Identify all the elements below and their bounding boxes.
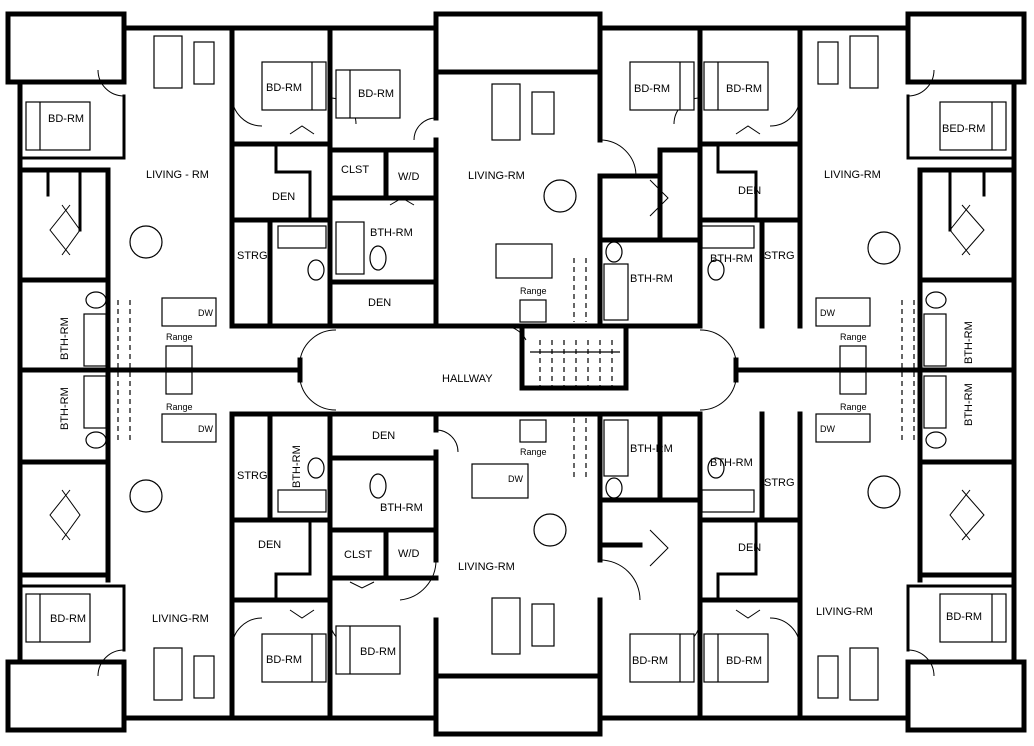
label-clst: CLST	[341, 164, 369, 176]
label-bd-rm: BD-RM	[360, 646, 396, 658]
label-bth-rm: BTH-RM	[963, 321, 975, 364]
label-bth-rm: BTH-RM	[370, 227, 413, 239]
label-bth-rm: BTH-RM	[380, 502, 423, 514]
doors	[49, 69, 985, 677]
label-bth-rm: BTH-RM	[630, 443, 673, 455]
label-bd-rm: BD-RM	[50, 613, 86, 625]
dining-tables	[129, 179, 901, 547]
room-labels: BD-RM BD-RM BD-RM BD-RM BD-RM BED-RM BD-…	[48, 82, 985, 667]
label-bth-rm: BTH-RM	[710, 253, 753, 265]
label-dw: DW	[508, 474, 523, 484]
label-den: DEN	[738, 185, 761, 197]
label-bd-rm: BD-RM	[726, 83, 762, 95]
label-dw: DW	[820, 424, 835, 434]
label-bd-rm: BD-RM	[266, 82, 302, 94]
label-bed-rm: BED-RM	[942, 123, 985, 135]
label-range: Range	[166, 402, 193, 412]
label-range: Range	[840, 402, 867, 412]
label-bd-rm: BD-RM	[726, 655, 762, 667]
label-range: Range	[520, 286, 547, 296]
label-bth-rm: BTH-RM	[630, 273, 673, 285]
label-den: DEN	[738, 542, 761, 554]
label-bd-rm: BD-RM	[634, 83, 670, 95]
label-living-rm: LIVING-RM	[458, 561, 515, 573]
label-living-rm: LIVING-RM	[816, 606, 873, 618]
beds	[25, 61, 1007, 683]
label-wd: W/D	[398, 548, 419, 560]
label-bd-rm: BD-RM	[946, 611, 982, 623]
label-wd: W/D	[398, 171, 419, 183]
label-bd-rm: BD-RM	[632, 655, 668, 667]
label-den: DEN	[372, 430, 395, 442]
label-bd-rm: BD-RM	[48, 113, 84, 125]
label-bth-rm: BTH-RM	[963, 383, 975, 426]
label-range: Range	[840, 332, 867, 342]
label-bth-rm: BTH-RM	[59, 387, 71, 430]
interior-walls	[17, 25, 1017, 721]
label-living-rm: LIVING-RM	[152, 613, 209, 625]
label-living-rm: LIVING-RM	[824, 169, 881, 181]
label-strg: STRG	[237, 470, 268, 482]
label-clst: CLST	[344, 549, 372, 561]
kitchens	[117, 243, 915, 499]
label-strg: STRG	[764, 250, 795, 262]
label-dw: DW	[198, 424, 213, 434]
label-bd-rm: BD-RM	[266, 654, 302, 666]
label-living-rm: LIVING-RM	[468, 170, 525, 182]
label-living-rm: LIVING - RM	[146, 169, 209, 181]
label-den: DEN	[258, 539, 281, 551]
label-dw: DW	[820, 308, 835, 318]
label-bth-rm: BTH-RM	[291, 445, 303, 488]
label-range: Range	[520, 447, 547, 457]
bath-fixtures	[83, 221, 947, 513]
label-range: Range	[166, 332, 193, 342]
label-bd-rm: BD-RM	[358, 88, 394, 100]
label-bth-rm: BTH-RM	[710, 457, 753, 469]
label-strg: STRG	[764, 477, 795, 489]
sofas	[153, 35, 879, 701]
label-dw: DW	[198, 308, 213, 318]
label-bth-rm: BTH-RM	[59, 317, 71, 360]
label-den: DEN	[368, 297, 391, 309]
stair	[530, 340, 620, 388]
label-strg: STRG	[237, 250, 268, 262]
label-hallway: HALLWAY	[442, 373, 493, 385]
label-den: DEN	[272, 191, 295, 203]
